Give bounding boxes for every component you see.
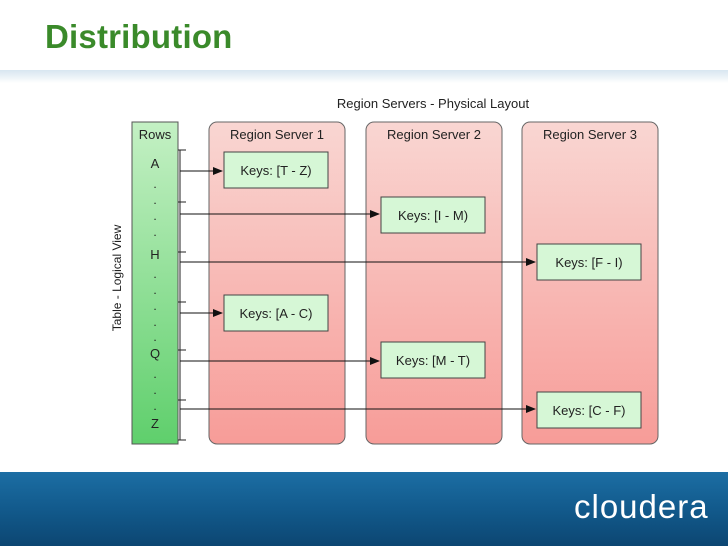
region-key-box: Keys: [A - C) xyxy=(223,294,329,332)
row-label: . xyxy=(153,315,156,329)
row-label: . xyxy=(153,399,156,413)
region-key-box: Keys: [C - F) xyxy=(536,391,642,429)
logical-view-label: Table - Logical View xyxy=(110,224,124,331)
region-server-3: Region Server 3 xyxy=(521,121,659,445)
cloudera-logo: cloudera xyxy=(574,488,709,525)
region-distribution-diagram: Region Servers - Physical Layout Table -… xyxy=(110,96,659,445)
region-key-range: Keys: [C - F) xyxy=(553,403,626,418)
row-label: . xyxy=(153,193,156,207)
region-key-box: Keys: [I - M) xyxy=(380,196,486,234)
row-label: H xyxy=(150,247,159,262)
row-label: . xyxy=(153,267,156,281)
row-label: Z xyxy=(151,416,159,431)
row-label: . xyxy=(153,299,156,313)
region-key-range: Keys: [F - I) xyxy=(555,255,622,270)
slide-title: Distribution xyxy=(45,18,233,55)
row-label: . xyxy=(153,283,156,297)
region-server-1-name: Region Server 1 xyxy=(230,127,324,142)
physical-layout-label: Region Servers - Physical Layout xyxy=(337,96,530,111)
region-key-box: Keys: [M - T) xyxy=(380,341,486,379)
header-divider-bar xyxy=(0,70,728,83)
row-range-brackets xyxy=(178,149,186,441)
region-server-3-name: Region Server 3 xyxy=(543,127,637,142)
row-label: . xyxy=(153,383,156,397)
region-server-1: Region Server 1 xyxy=(208,121,346,445)
region-server-2-name: Region Server 2 xyxy=(387,127,481,142)
region-key-range: Keys: [M - T) xyxy=(396,353,470,368)
region-key-range: Keys: [T - Z) xyxy=(240,163,311,178)
footer-band xyxy=(0,472,728,546)
region-server-2: Region Server 2 xyxy=(365,121,503,445)
row-label: . xyxy=(153,225,156,239)
row-label: . xyxy=(153,209,156,223)
region-key-range: Keys: [A - C) xyxy=(240,306,313,321)
rows-column: Rows A . . . . H . . . . . Q . . . Z xyxy=(131,121,179,445)
row-label: . xyxy=(153,330,156,344)
region-key-range: Keys: [I - M) xyxy=(398,208,468,223)
row-label: . xyxy=(153,367,156,381)
row-label: Q xyxy=(150,346,160,361)
region-key-box: Keys: [T - Z) xyxy=(223,151,329,189)
row-label: . xyxy=(153,177,156,191)
rows-header: Rows xyxy=(139,127,172,142)
region-key-box: Keys: [F - I) xyxy=(536,243,642,281)
row-label: A xyxy=(151,156,160,171)
